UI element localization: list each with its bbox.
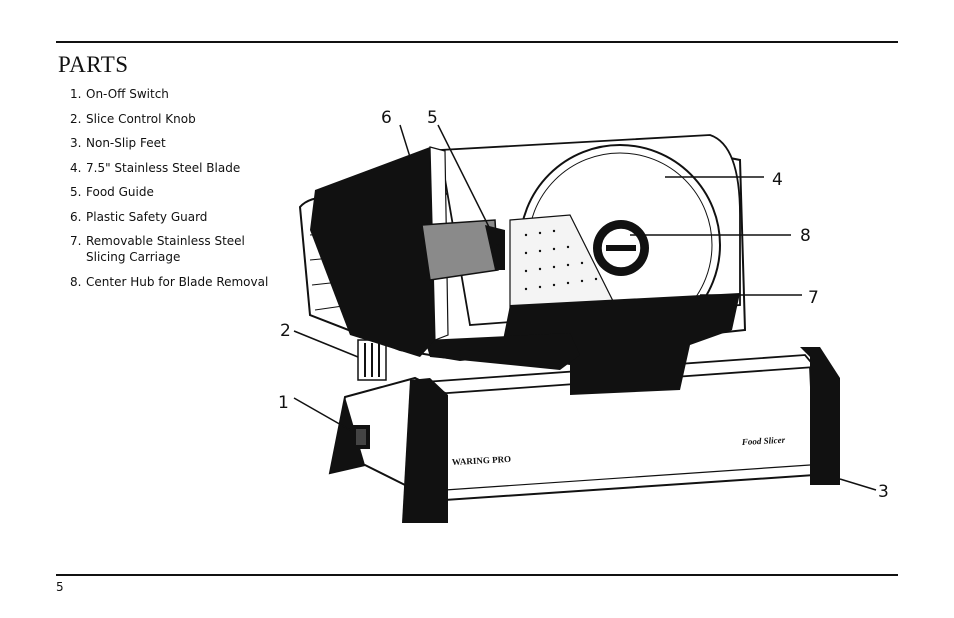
list-item-number: 8.	[70, 274, 82, 289]
list-item-number: 2.	[70, 111, 82, 126]
left-foot	[402, 378, 448, 523]
list-item: 6. Plastic Safety Guard	[70, 209, 280, 225]
list-item-number: 7.	[70, 234, 82, 248]
callout-3: 3	[878, 482, 889, 502]
list-item: 8. Center Hub for Blade Removal	[70, 274, 280, 290]
list-item: 7. Removable Stainless Steel Slicing Carr…	[70, 233, 280, 265]
list-item-label: On-Off Switch	[86, 87, 169, 101]
callout-4: 4	[772, 170, 783, 190]
list-item: 4. 7.5" Stainless Steel Blade	[70, 160, 280, 176]
product-label: Food Slicer	[741, 435, 786, 447]
top-rule	[56, 41, 898, 43]
right-foot	[800, 347, 840, 485]
page-number: 5	[56, 580, 64, 594]
list-item: 3. Non-Slip Feet	[70, 135, 280, 151]
callout-7: 7	[808, 288, 819, 308]
list-item-label: Food Guide	[86, 185, 154, 199]
carriage-handle	[425, 333, 580, 370]
callout-8: 8	[800, 226, 811, 246]
list-item-label: Removable Stainless Steel Slicing Carria…	[86, 234, 245, 264]
list-item: 1. On-Off Switch	[70, 86, 280, 102]
list-item-label: Plastic Safety Guard	[86, 209, 208, 224]
list-item-label: 7.5" Stainless Steel Blade	[86, 160, 241, 175]
list-item-label: Center Hub for Blade Removal	[86, 274, 269, 289]
list-item-number: 3.	[70, 136, 82, 150]
brand-label: WARING PRO	[452, 454, 512, 467]
left-foot-shadow	[330, 397, 365, 473]
section-title: PARTS	[58, 52, 129, 77]
callout-5: 5	[427, 108, 438, 128]
list-item-number: 6.	[70, 209, 82, 224]
callout-6: 6	[381, 108, 392, 128]
list-item: 5. Food Guide	[70, 184, 280, 200]
list-item: 2. Slice Control Knob	[70, 111, 280, 127]
list-item-number: 4.	[70, 160, 82, 175]
carriage-base	[500, 293, 740, 395]
list-item-number: 1.	[70, 87, 82, 101]
callout-1: 1	[278, 393, 289, 413]
callout-2: 2	[280, 321, 291, 341]
list-item-label: Non-Slip Feet	[86, 136, 166, 150]
list-item-label: Slice Control Knob	[86, 111, 196, 126]
parts-list: 1. On-Off Switch 2. Slice Control Knob 3. N…	[70, 86, 280, 298]
plastic-safety-guard	[310, 147, 435, 357]
list-item-number: 5.	[70, 185, 82, 199]
bottom-rule	[56, 574, 898, 576]
food-slicer-diagram: WARING PRO Food Slicer 1 2 3 4 5 6 7 8	[278, 108, 889, 523]
